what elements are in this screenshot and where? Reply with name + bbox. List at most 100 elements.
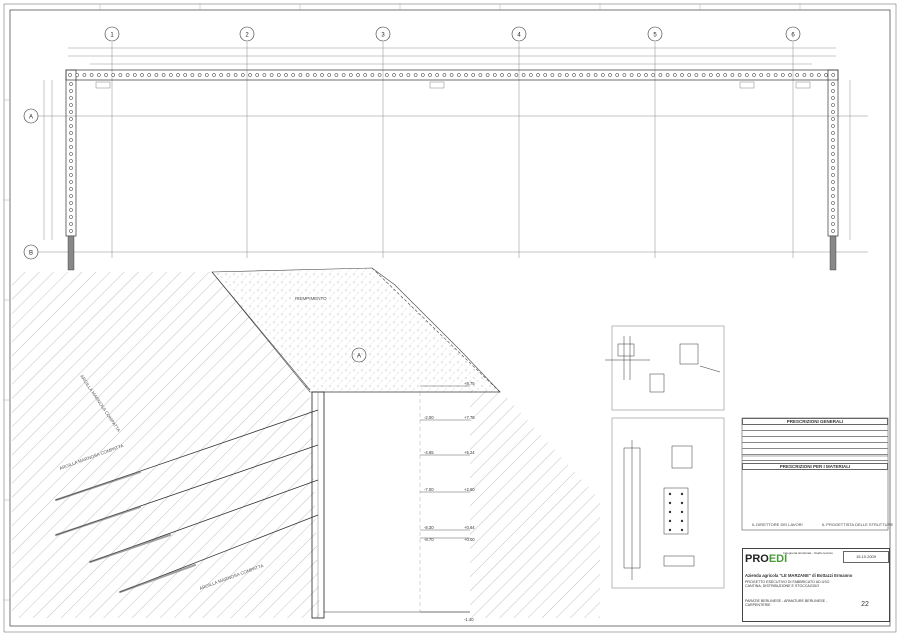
pile — [644, 73, 648, 77]
pile — [69, 229, 73, 233]
pile — [69, 103, 73, 107]
director-note: IL DIRETTORE DEI LAVORI — [752, 522, 803, 527]
pile — [737, 73, 742, 77]
pile — [449, 73, 454, 77]
axis-label-5: 5 — [653, 33, 657, 39]
inner-frame — [9, 9, 891, 627]
pile — [824, 73, 828, 77]
pile — [658, 73, 663, 77]
pile — [392, 73, 396, 77]
pile — [298, 73, 303, 77]
pile — [226, 73, 231, 77]
plan-view — [38, 42, 868, 271]
pile — [69, 89, 73, 93]
pile — [471, 73, 476, 77]
drawing-title: PROGETTO ESECUTIVO DI FABBRICATO AD USO … — [745, 580, 830, 588]
pile — [111, 73, 116, 77]
pile — [831, 89, 835, 93]
prescriptions-title: PRESCRIZIONI GENERALI — [742, 418, 888, 425]
pile — [69, 222, 73, 226]
pile — [622, 73, 627, 77]
pile — [341, 73, 346, 77]
pile — [161, 73, 166, 77]
pile — [442, 73, 447, 77]
pile — [831, 215, 835, 219]
pile — [348, 73, 353, 77]
pile — [600, 73, 605, 77]
pile — [69, 138, 73, 142]
pile — [255, 73, 260, 77]
axis-label-3: 3 — [381, 33, 385, 39]
pile — [485, 73, 490, 77]
client-name: Azienda agricola "LE MARZANE" di Bottazz… — [745, 573, 853, 578]
pile — [69, 145, 73, 149]
pile — [500, 73, 504, 77]
pile — [831, 159, 835, 163]
pile — [69, 173, 73, 177]
axis-bubble-b — [23, 244, 39, 260]
pile — [190, 73, 195, 77]
pile — [478, 73, 483, 77]
pile — [816, 73, 821, 77]
axis-bubble-1 — [104, 26, 120, 42]
pile — [147, 73, 152, 77]
pile — [514, 73, 519, 77]
pile — [248, 73, 252, 77]
level-tag-2: -4.65 — [424, 450, 434, 455]
pile — [69, 208, 73, 212]
level-3: +5.24 — [464, 450, 475, 455]
pile — [75, 73, 80, 77]
pile — [802, 73, 807, 77]
level-tag-5: -8.70 — [424, 537, 434, 542]
section-view: +8.75 +7.76 +5.24 +2.60 +0.64 +0.00 -1.4… — [12, 267, 600, 622]
pile — [69, 117, 73, 121]
pile — [69, 215, 73, 219]
level-5: +0.64 — [464, 525, 475, 530]
pile — [831, 145, 835, 149]
pile — [197, 73, 202, 77]
pile — [831, 152, 835, 156]
axis-bubble-5 — [647, 26, 663, 42]
pile — [687, 73, 692, 77]
level-tag-4: -8.30 — [424, 525, 434, 530]
bolt — [680, 519, 684, 523]
pile — [766, 73, 771, 77]
materials-title: PRESCRIZIONI PER I MATERIALI — [742, 463, 888, 470]
pile — [752, 73, 756, 77]
pile — [132, 73, 137, 77]
pile — [744, 73, 749, 77]
pile — [579, 73, 584, 77]
pile — [521, 73, 526, 77]
pile — [557, 73, 562, 77]
axis-label-b: B — [29, 251, 33, 257]
pile — [773, 73, 778, 77]
pile — [572, 73, 576, 77]
pile — [615, 73, 620, 77]
pile — [831, 131, 835, 135]
pile — [831, 229, 835, 233]
engineer-note: IL PROGETTISTA DELLE STRUTTURE — [822, 522, 894, 527]
detail-middle — [611, 417, 725, 589]
pile — [464, 73, 468, 77]
pile — [831, 124, 835, 128]
pile — [69, 187, 73, 191]
pile — [672, 73, 677, 77]
pile — [831, 194, 835, 198]
axis-bubble-6 — [785, 26, 801, 42]
axis-label-2: 2 — [245, 33, 249, 39]
frame-ticks — [4, 4, 801, 601]
pile — [305, 73, 310, 77]
title-block: PROEDI Ingegneria strutturale - Studio t… — [742, 548, 890, 622]
level-6: +0.00 — [464, 537, 475, 542]
pile — [269, 73, 274, 77]
pile — [730, 73, 735, 77]
sheet-frame — [3, 3, 897, 633]
pile — [384, 73, 389, 77]
pile — [831, 96, 835, 100]
pile — [507, 73, 512, 77]
pile — [428, 73, 432, 77]
pile — [629, 73, 634, 77]
level-1: +8.75 — [464, 381, 475, 386]
bolt — [668, 501, 672, 505]
